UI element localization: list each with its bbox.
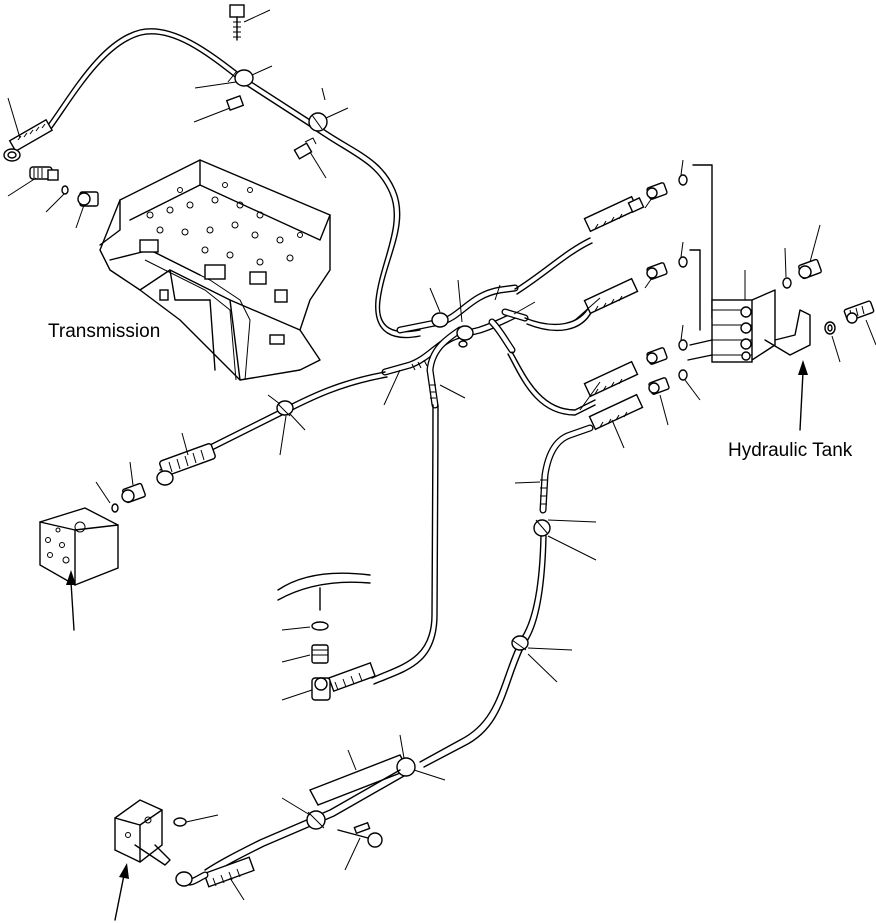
hydraulic-tank-label: Hydraulic Tank xyxy=(728,440,853,461)
bottom-left-valve xyxy=(114,799,219,921)
vertical-hose-center xyxy=(277,404,439,701)
transmission-assembly xyxy=(99,159,331,381)
top-clamp-assembly xyxy=(193,4,349,179)
right-hoses xyxy=(574,195,645,449)
left-valve-line xyxy=(39,371,388,631)
transmission-label: Transmission xyxy=(48,321,160,342)
center-junction xyxy=(381,237,596,416)
adapter-fittings-left xyxy=(7,166,99,229)
right-fittings xyxy=(644,159,876,431)
upper-hose xyxy=(3,28,421,339)
lower-right-hose xyxy=(175,424,597,901)
